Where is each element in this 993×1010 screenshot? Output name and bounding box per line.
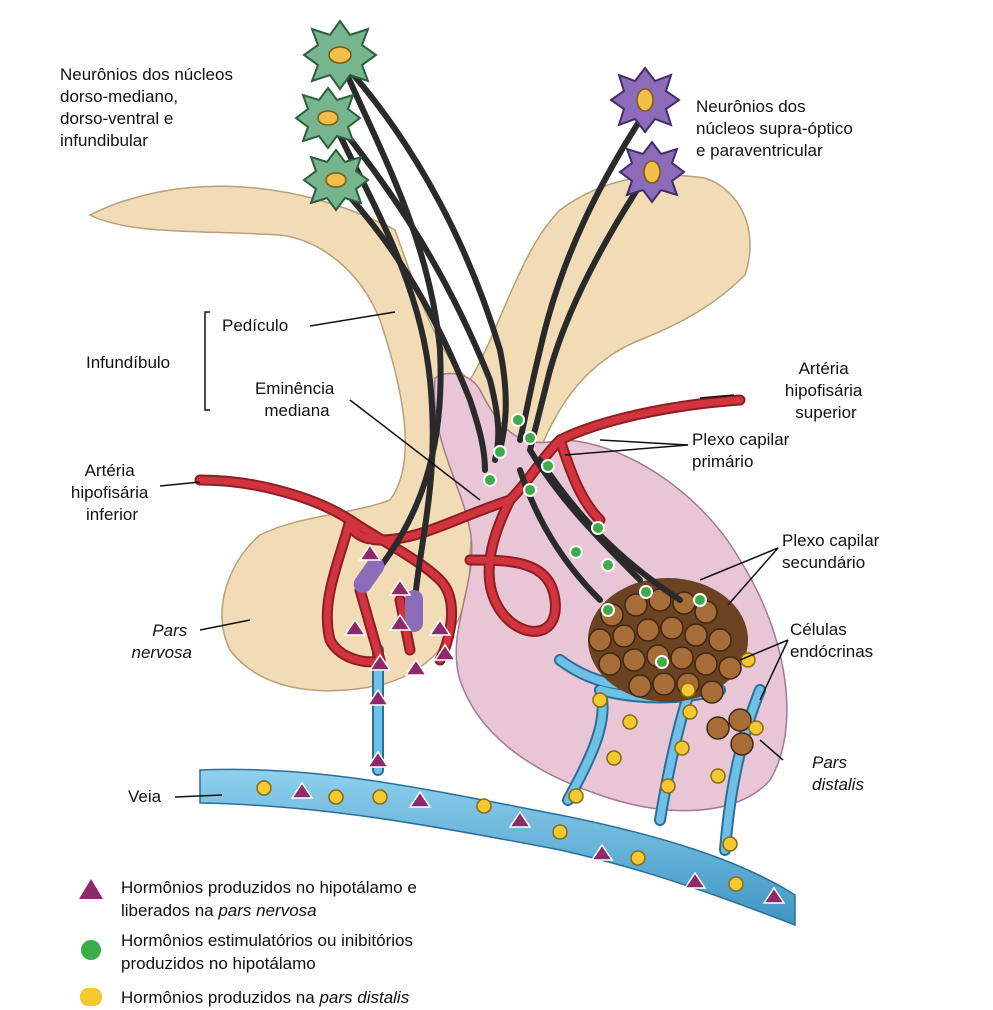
label-neurons-right: Neurônios dos núcleos supra-óptico e par… — [696, 97, 858, 160]
legend-triangle-icon — [79, 879, 103, 899]
legend-yellow-circle-icon — [80, 988, 102, 1006]
label-arteria-inferior: Artéria hipofisária inferior — [71, 461, 153, 524]
neuron-purple — [611, 68, 679, 132]
label-plexo-primario: Plexo capilar primário — [692, 430, 794, 471]
neuron-green — [304, 21, 376, 89]
label-pars-nervosa: Pars nervosa — [132, 621, 192, 662]
label-infundibulo: Infundíbulo — [86, 353, 170, 372]
label-eminencia: Eminência mediana — [255, 379, 339, 420]
legend-item-1: Hormônios produzidos no hipotálamo e lib… — [121, 878, 422, 920]
legend-green-circle-icon — [81, 940, 101, 960]
legend-item-3: Hormônios produzidos na pars distalis — [121, 988, 410, 1007]
legend-item-2: Hormônios estimulatórios ou inibitórios … — [121, 931, 418, 973]
legend: Hormônios produzidos no hipotálamo e lib… — [79, 878, 422, 1007]
label-plexo-secundario: Plexo capilar secundário — [782, 531, 884, 572]
label-arteria-superior: Artéria hipofisária superior — [785, 359, 867, 422]
neuron-green — [296, 88, 360, 148]
neuron-purple — [620, 142, 684, 202]
neuron-green — [304, 150, 368, 210]
label-celulas-endocrinas: Células endócrinas — [790, 620, 873, 661]
label-veia: Veia — [128, 787, 162, 806]
label-neurons-left: Neurônios dos núcleos dorso-mediano, dor… — [60, 65, 238, 150]
label-pediculo: Pedículo — [222, 316, 288, 335]
label-pars-distalis: Pars distalis — [812, 753, 864, 794]
